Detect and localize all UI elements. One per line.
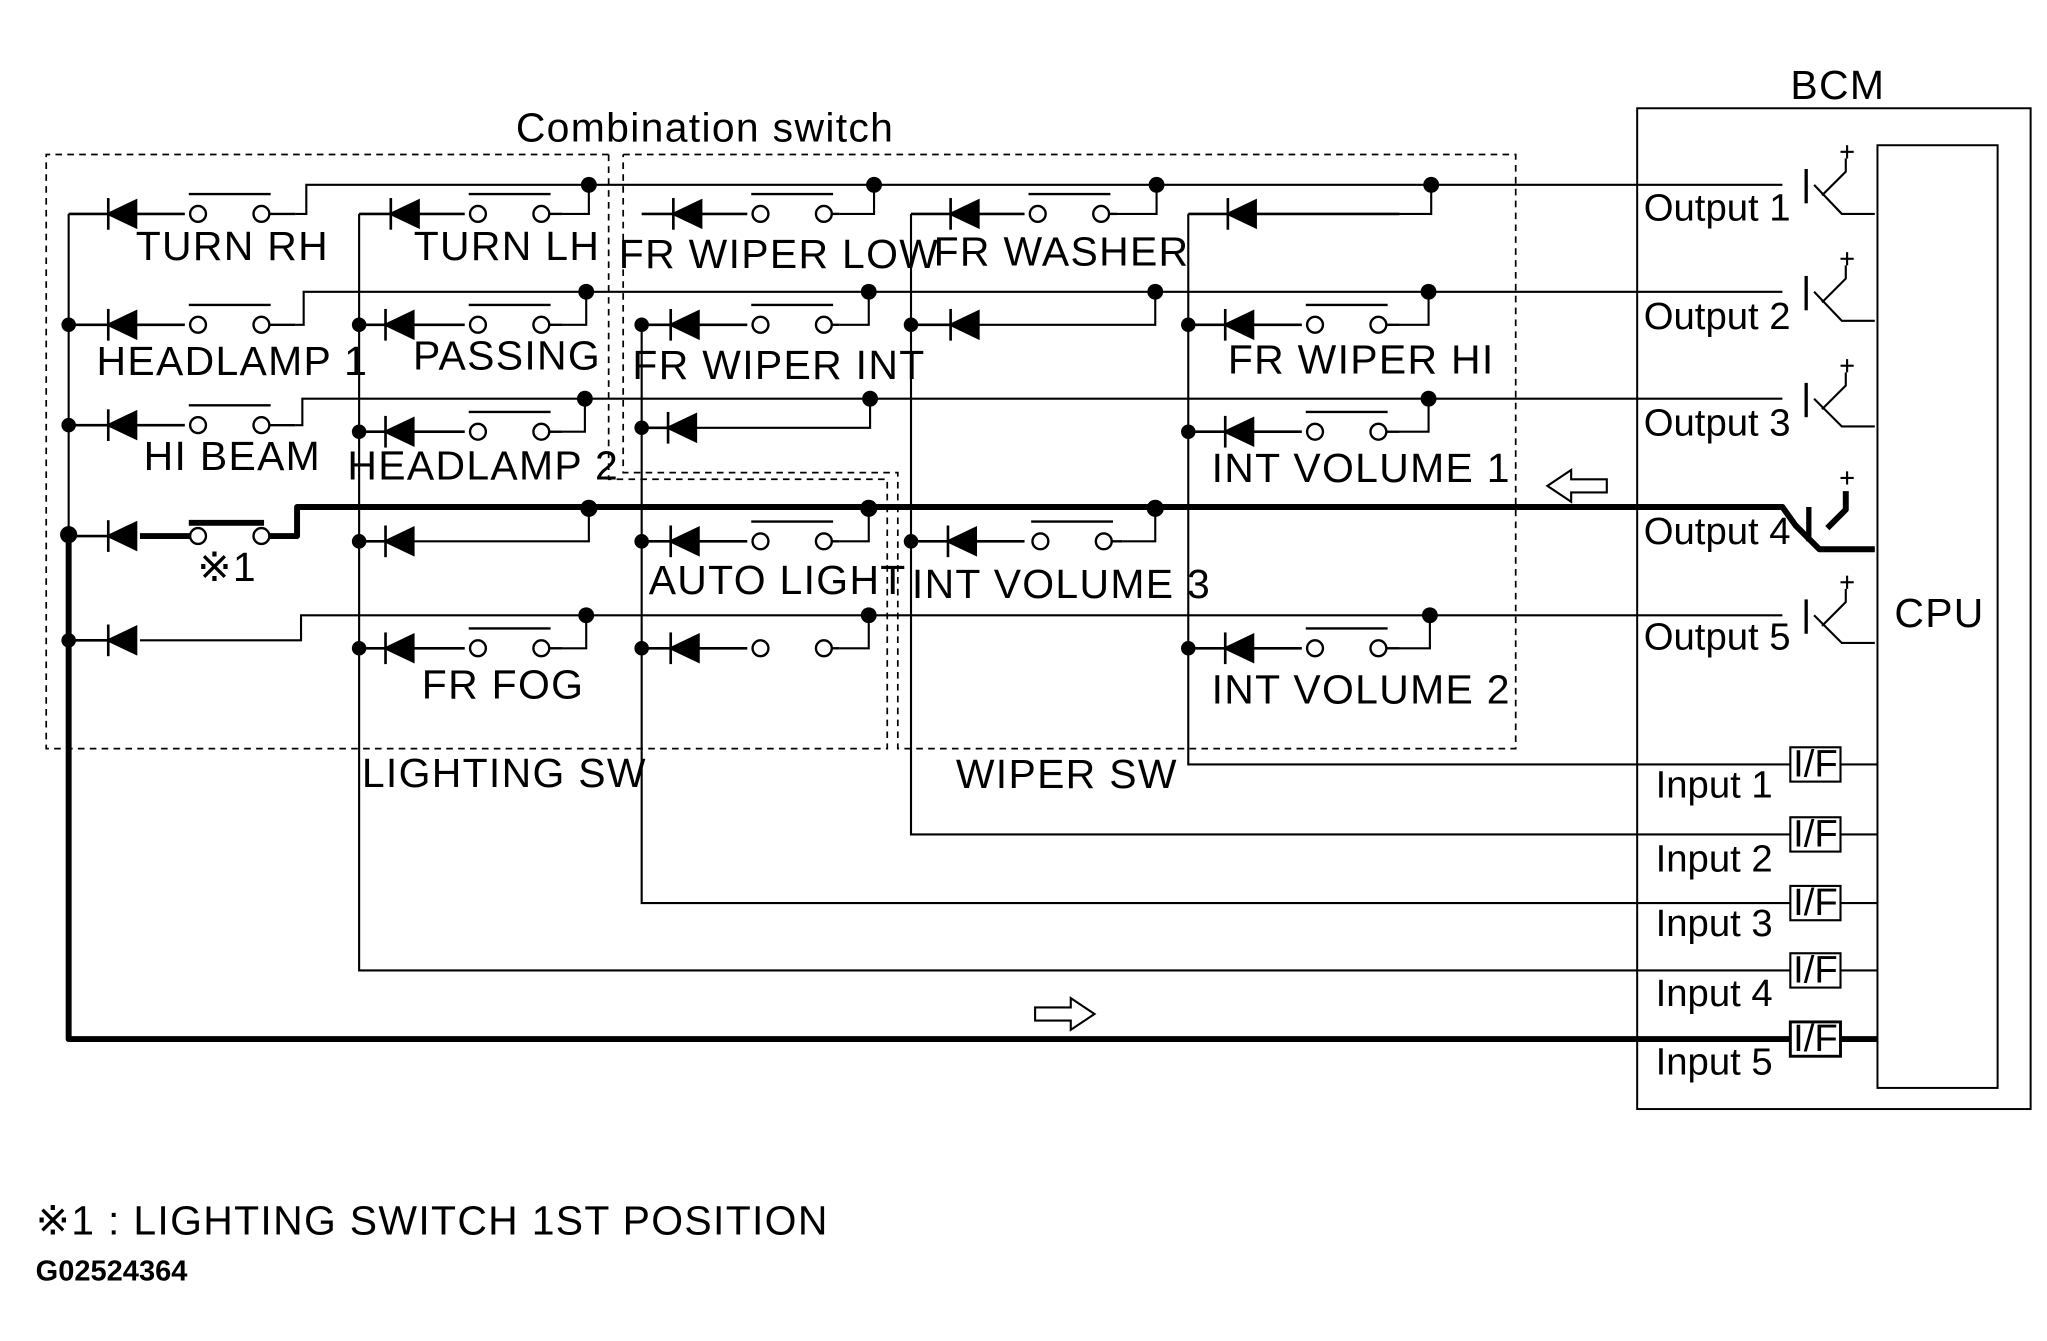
interface-box-1: I/F xyxy=(1789,742,1842,785)
diode-lighting-4 xyxy=(359,525,415,558)
interface-box-4: I/F xyxy=(1789,948,1842,991)
label-headlamp-2: HEADLAMP 2 xyxy=(347,442,619,488)
diode-passing xyxy=(359,308,465,341)
arrow-right-icon xyxy=(1034,996,1097,1032)
output-label-4: Output 4 xyxy=(1644,510,1791,553)
svg-text:I/F: I/F xyxy=(1793,742,1838,785)
contact-fr-wiper-hi xyxy=(1305,303,1400,334)
output-label-3: Output 3 xyxy=(1644,402,1791,445)
diode-fr-washer xyxy=(911,198,1025,230)
figure-code: G02524364 xyxy=(36,1256,188,1288)
interface-box-2: I/F xyxy=(1789,812,1842,855)
diode-rail-5 xyxy=(68,624,138,657)
svg-text:I/F: I/F xyxy=(1793,881,1838,924)
contact-int-volume-3 xyxy=(1031,520,1123,551)
diode-wiper-hi-1 xyxy=(1188,198,1400,230)
output-label-1: Output 1 xyxy=(1644,186,1791,229)
diode-int-volume-1 xyxy=(1188,415,1302,448)
diode-headlamp-1 xyxy=(68,308,185,341)
contact-headlamp-1 xyxy=(188,303,296,334)
diode-washer-2 xyxy=(911,308,980,341)
diode-position xyxy=(68,520,138,552)
diode-turn-lh xyxy=(359,198,465,230)
label-fr-wiper-low: FR WIPER LOW xyxy=(619,231,939,277)
diode-wiper-3 xyxy=(641,411,698,444)
input-label-1: Input 1 xyxy=(1656,763,1773,806)
label-int-volume-1: INT VOLUME 1 xyxy=(1212,445,1511,491)
label-hi-beam: HI BEAM xyxy=(144,433,321,479)
label-fr-wiper-int: FR WIPER INT xyxy=(632,342,925,388)
contact-fr-wiper-low xyxy=(751,192,840,223)
contact-int-volume-1 xyxy=(1305,410,1400,441)
label-passing: PASSING xyxy=(413,333,601,379)
active-circuit-path xyxy=(65,491,1878,1043)
diode-fr-wiper-int xyxy=(641,308,748,341)
contact-auto-light-5 xyxy=(751,639,840,658)
switch-contacts xyxy=(188,192,1400,658)
input-label-3: Input 3 xyxy=(1656,902,1773,945)
contact-fr-wiper-int xyxy=(751,303,840,334)
contact-position-closed xyxy=(188,526,271,546)
diode-turn-rh xyxy=(68,198,185,230)
input-label-2: Input 2 xyxy=(1656,837,1773,880)
cpu-box xyxy=(1876,144,1999,1089)
wiper-sw-boundary xyxy=(622,153,1517,750)
contact-turn-rh xyxy=(188,192,296,223)
label-headlamp-1: HEADLAMP 1 xyxy=(97,338,369,384)
output-transistors xyxy=(1804,168,1812,634)
contact-fr-fog xyxy=(468,627,563,658)
arrow-left-icon xyxy=(1545,468,1608,504)
input-label-4: Input 4 xyxy=(1656,972,1773,1015)
bcm-title: BCM xyxy=(1790,62,1885,108)
contact-auto-light xyxy=(751,520,840,551)
label-lighting-first-position: ※1 xyxy=(197,544,257,590)
svg-text:I/F: I/F xyxy=(1793,1017,1838,1060)
output-label-5: Output 5 xyxy=(1644,616,1791,659)
svg-text:I/F: I/F xyxy=(1793,948,1838,991)
junction-dots xyxy=(60,176,1440,656)
cpu-label: CPU xyxy=(1894,590,1984,636)
input-labels: Input 1 Input 2 Input 3 Input 4 Input 5 xyxy=(1656,763,1773,1083)
diode-auto-light xyxy=(641,525,748,558)
label-int-volume-2: INT VOLUME 2 xyxy=(1212,667,1511,713)
interface-box-5: I/F xyxy=(1788,1017,1842,1060)
diode-int-volume-2 xyxy=(1188,632,1302,665)
lighting-sw-boundary xyxy=(45,153,889,750)
diode-fr-fog xyxy=(359,632,465,665)
output-labels: Output 1 Output 2 Output 3 Output 4 Outp… xyxy=(1644,186,1791,658)
output-label-2: Output 2 xyxy=(1644,295,1791,338)
contact-passing xyxy=(468,303,563,334)
interface-box-3: I/F xyxy=(1789,881,1842,924)
combination-switch-title: Combination switch xyxy=(516,104,894,150)
lighting-sw-label: LIGHTING SW xyxy=(362,750,647,796)
signal-wires xyxy=(67,158,1878,972)
label-int-volume-3: INT VOLUME 3 xyxy=(912,561,1211,607)
diode-auto-light-5 xyxy=(641,632,748,665)
diode-fr-wiper-low xyxy=(641,198,748,230)
label-turn-rh: TURN RH xyxy=(136,223,329,269)
contact-headlamp-2 xyxy=(468,410,563,441)
label-turn-lh: TURN LH xyxy=(414,223,601,269)
input-label-5: Input 5 xyxy=(1656,1041,1773,1084)
label-fr-washer: FR WASHER xyxy=(934,228,1190,274)
diodes xyxy=(68,198,1400,665)
label-auto-light: AUTO LIGHT xyxy=(649,557,907,603)
interface-boxes: I/F I/F I/F I/F I/F xyxy=(1788,742,1842,1060)
contact-fr-washer xyxy=(1028,192,1117,223)
svg-text:I/F: I/F xyxy=(1793,812,1838,855)
footnote: ※1 : LIGHTING SWITCH 1ST POSITION xyxy=(36,1197,829,1243)
supply-plus-signs xyxy=(1840,145,1854,589)
contact-int-volume-2 xyxy=(1305,627,1400,658)
contact-turn-lh xyxy=(468,192,563,223)
bcm-box xyxy=(1636,107,2032,1111)
label-fr-fog: FR FOG xyxy=(422,661,584,707)
diode-fr-wiper-hi xyxy=(1188,308,1302,341)
switch-labels: TURN RH TURN LH HEADLAMP 1 PASSING HI BE… xyxy=(97,223,1511,713)
contact-hi-beam xyxy=(188,404,296,435)
wiper-sw-label: WIPER SW xyxy=(956,751,1178,797)
label-fr-wiper-hi: FR WIPER HI xyxy=(1228,337,1495,383)
current-flow-arrows xyxy=(1034,468,1608,1032)
diode-int-volume-3 xyxy=(911,525,1025,558)
